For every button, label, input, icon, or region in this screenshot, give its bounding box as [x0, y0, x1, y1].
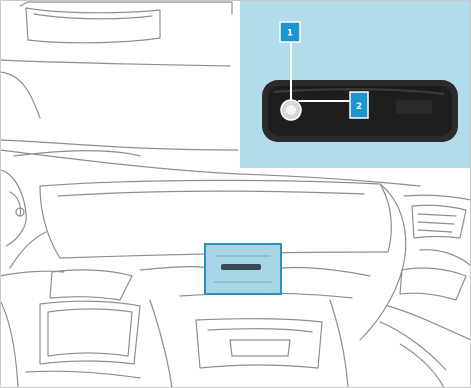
right-vent-top [404, 195, 471, 200]
mirror-inner-line [34, 14, 152, 19]
detail-inset: 1 2 [240, 0, 471, 168]
left-cupholder-lid [50, 270, 132, 300]
right-seat-edge-2 [400, 344, 444, 388]
console-cubby [230, 340, 290, 356]
left-seat-edge [0, 300, 18, 388]
console-right-edge [360, 184, 406, 340]
windshield-line [0, 60, 230, 66]
dashboard-mid-left [140, 267, 206, 270]
vent-top-left [14, 151, 140, 156]
dashboard-top-left [0, 140, 238, 150]
right-door-top [420, 250, 471, 266]
dashboard-mid-right [282, 267, 370, 276]
left-door-detail [10, 192, 21, 216]
console-tray-inner [208, 329, 312, 332]
right-door-lower [388, 306, 471, 340]
console-tray [196, 319, 322, 368]
switch-location-highlight [205, 244, 281, 294]
a-pillar-left [0, 72, 40, 118]
switch-slot-small [221, 264, 261, 270]
left-storage-inner [48, 309, 132, 356]
left-door-panel [0, 170, 26, 246]
callout-1-number: 1 [287, 29, 293, 39]
dashboard-left-curve [10, 232, 46, 268]
right-seat-edge [380, 322, 446, 370]
console-left-edge [150, 300, 172, 388]
right-door-handle [400, 268, 466, 300]
right-vent-slats [418, 214, 456, 232]
left-lower-line [26, 371, 140, 378]
switch-label-area [396, 100, 432, 114]
dashboard-panel-inner [58, 191, 364, 196]
callout-2-number: 2 [356, 102, 362, 112]
switch-button-center [286, 105, 296, 115]
rear-view-mirror [26, 8, 160, 43]
console-right-inner [330, 300, 348, 388]
